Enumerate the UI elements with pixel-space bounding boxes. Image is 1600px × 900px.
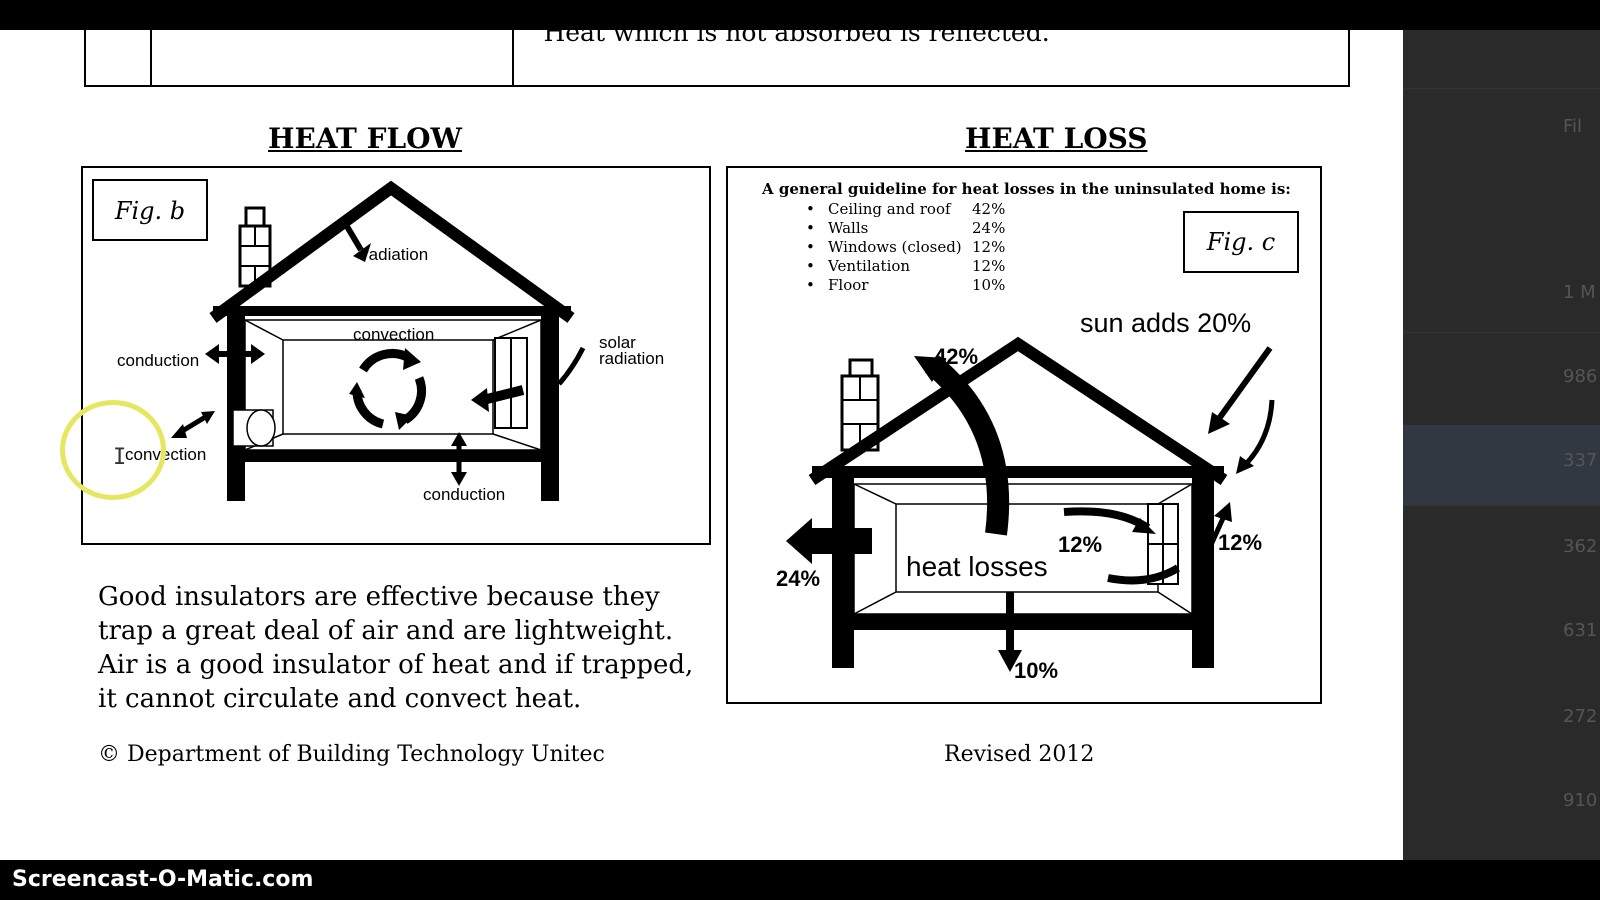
guideline-title: A general guideline for heat losses in t… <box>761 180 1291 198</box>
side-panel-item: 631 <box>1563 620 1598 641</box>
label-heat-losses: heat losses <box>906 551 1048 582</box>
label-conduction-bottom: conduction <box>423 485 505 504</box>
left-wall <box>227 316 245 501</box>
guideline-list: • Ceiling and roof 42% • Walls 24% • Win… <box>806 200 1005 294</box>
heat-flow-heading: HEAT FLOW <box>268 122 462 155</box>
guideline-item-label: Floor <box>828 276 869 294</box>
guideline-item-value: 10% <box>972 276 1005 294</box>
guideline-item-value: 24% <box>972 219 1005 237</box>
floor <box>227 450 559 462</box>
label-conduction-left: conduction <box>117 351 199 370</box>
label-floor-pct: 10% <box>1014 658 1058 683</box>
fig-c-label-box <box>1183 211 1299 273</box>
label-window-pct: 12% <box>1058 532 1102 557</box>
heat-loss-heading: HEAT LOSS <box>965 122 1148 155</box>
floor-loss-arrow <box>998 650 1022 672</box>
text-cursor-icon: I <box>113 445 127 470</box>
label-wall-pct: 24% <box>776 566 820 591</box>
label-radiation: radiation <box>363 245 428 264</box>
svg-text:•: • <box>806 200 815 218</box>
heat-flow-diagram: Fig. b <box>92 179 664 504</box>
guideline-item-label: Ventilation <box>827 257 910 275</box>
right-wall <box>1192 478 1214 668</box>
label-roof-pct: 42% <box>934 344 978 369</box>
roof <box>808 336 1228 486</box>
figure-c-heat-loss: A general guideline for heat losses in t… <box>726 166 1322 704</box>
svg-text:•: • <box>806 276 815 294</box>
svg-text:•: • <box>806 219 815 237</box>
guideline-item-value: 12% <box>972 238 1005 256</box>
guideline-item-label: Windows (closed) <box>828 238 962 256</box>
conduction-arrow-left <box>205 344 219 364</box>
background-side-panel: Fil 1 M 986 337 362 631 272 910 <box>1403 30 1600 860</box>
right-wall <box>541 316 559 501</box>
side-panel-item: 910 <box>1563 790 1598 811</box>
guideline-item-label: Ceiling and roof <box>828 200 952 218</box>
side-panel-item: 986 <box>1563 366 1598 387</box>
chimney-cap <box>244 206 266 228</box>
side-panel-highlight-row <box>1403 425 1600 505</box>
label-convection-top: convection <box>353 325 434 344</box>
guideline-item-label: Walls <box>828 219 868 237</box>
cursor-highlight-circle <box>60 400 166 500</box>
bullet-square: ▫ <box>526 30 536 34</box>
roof <box>209 180 575 323</box>
document-page: ▫ Heat which is not absorbed is reflecte… <box>0 30 1403 860</box>
convection-arrow <box>403 348 421 370</box>
sun-arrow <box>1208 412 1230 434</box>
label-solar-radiation: radiation <box>599 349 664 368</box>
table-divider <box>150 30 152 85</box>
heat-loss-diagram: A general guideline for heat losses in t… <box>761 180 1299 683</box>
solar-arrow <box>471 388 489 412</box>
insulator-paragraph: Good insulators are effective because th… <box>98 582 694 714</box>
guideline-item-value: 42% <box>972 200 1005 218</box>
floor <box>832 614 1214 630</box>
side-panel-item: 337 <box>1563 450 1598 471</box>
svg-text:•: • <box>806 238 815 256</box>
table-cell-value: Heat which is not absorbed is reflected. <box>543 30 1050 47</box>
wall-loss-arrow <box>786 518 812 564</box>
left-wall <box>832 478 854 668</box>
fig-b-label: Fig. b <box>114 197 185 225</box>
radiation-arrow <box>353 243 371 262</box>
room-back-wall <box>282 339 494 435</box>
label-solar: solar <box>599 333 636 352</box>
label-sun-adds: sun adds 20% <box>1080 308 1251 338</box>
side-panel-item: 272 <box>1563 706 1598 727</box>
ventilation-arrow <box>1214 502 1232 522</box>
fig-c-label: Fig. c <box>1206 228 1275 256</box>
window-loss-arrow <box>1132 518 1156 534</box>
copyright-text: © Department of Building Technology Unit… <box>98 742 605 767</box>
revised-text: Revised 2012 <box>944 742 1095 767</box>
guideline-item-value: 12% <box>972 257 1005 275</box>
label-vent-pct: 12% <box>1218 530 1262 555</box>
bottom-black-bar: Screencast-O-Matic.com <box>0 860 1600 900</box>
side-panel-item: 1 M <box>1563 282 1596 303</box>
table-divider <box>512 30 514 85</box>
roof-loss-arrow <box>914 356 946 382</box>
side-panel-item: Fil <box>1563 116 1583 137</box>
top-black-bar <box>0 0 1600 30</box>
conduction-arrow-bottom <box>451 432 467 446</box>
svg-text:•: • <box>806 257 815 275</box>
convection-arrow-bottom <box>171 424 187 438</box>
figure-b-heat-flow: Fig. b <box>81 166 711 545</box>
side-panel-item: 362 <box>1563 536 1598 557</box>
screencast-brand: Screencast-O-Matic.com <box>12 867 314 892</box>
table-cell-text: ▫ Heat which is not absorbed is reflecte… <box>526 30 1050 47</box>
fig-b-label-box <box>92 179 208 241</box>
table-fragment: ▫ Heat which is not absorbed is reflecte… <box>84 30 1350 87</box>
